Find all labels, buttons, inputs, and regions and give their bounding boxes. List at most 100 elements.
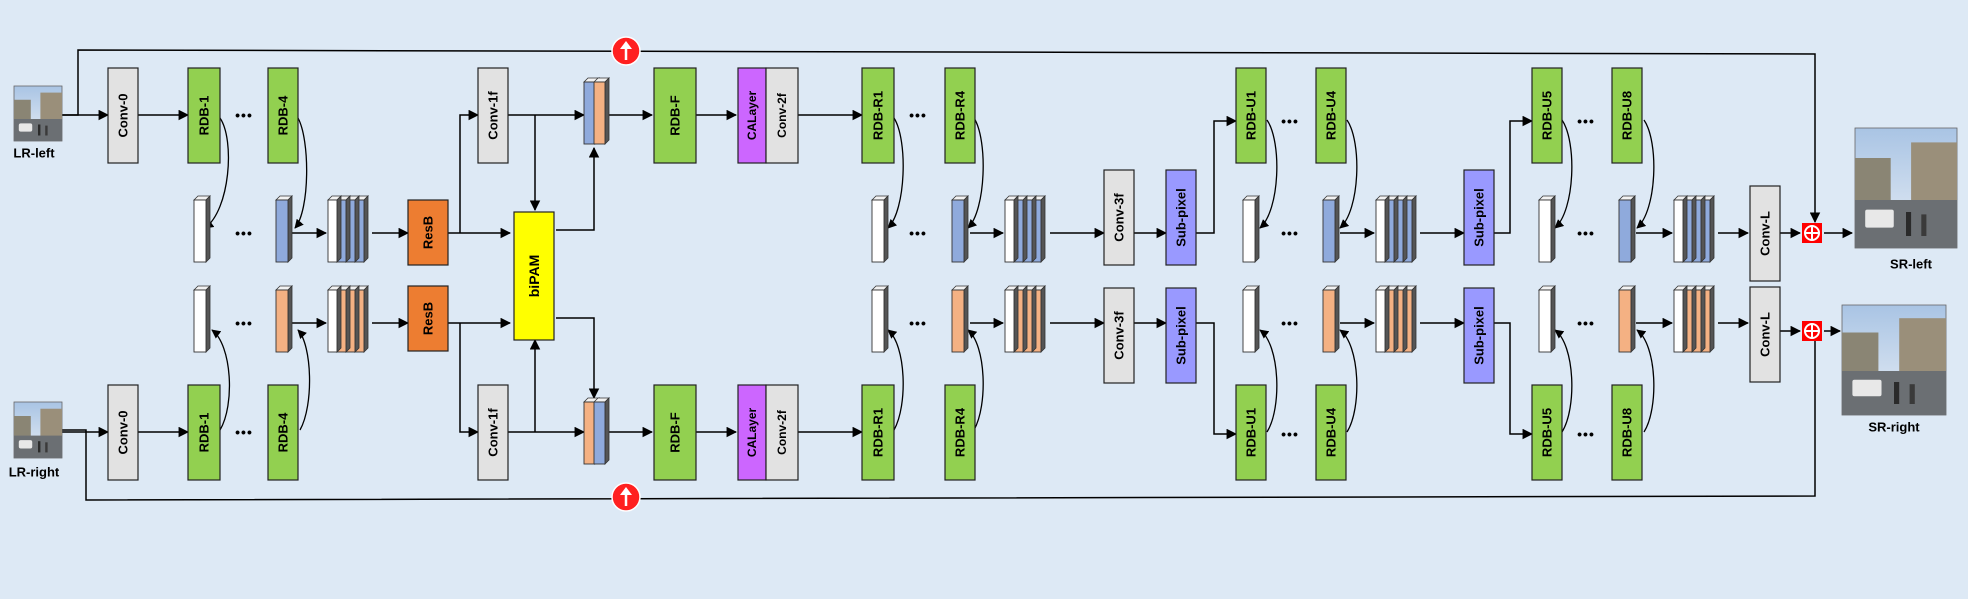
conv2f-top <box>765 67 799 164</box>
feat-u-b-top-side <box>1334 195 1340 263</box>
dots-r-feat-top: ••• <box>909 225 927 241</box>
dots-u2-feat-bot: ••• <box>1577 315 1595 331</box>
concat-u2-top-slab-1-side <box>1691 195 1697 263</box>
convl-bot <box>1749 286 1781 383</box>
rdbr4-top-label: RDB-R4 <box>953 90 968 140</box>
convl-top-label: Conv-L <box>1758 211 1773 256</box>
conv3f-top-label: Conv-3f <box>1112 193 1127 242</box>
lr-right-image-car <box>18 440 33 449</box>
conv1f-top-label: Conv-1f <box>486 91 501 140</box>
rdbu1-top-label: RDB-U1 <box>1244 91 1259 140</box>
concat1-bot-slab-3-side <box>363 285 369 353</box>
rdbf-bot <box>653 384 697 481</box>
sr-left-label: SR-left <box>1890 257 1933 272</box>
fuse-top-1 <box>583 81 596 145</box>
rdbf-top-label: RDB-F <box>668 95 683 135</box>
c-rdb4-bot <box>297 329 311 431</box>
rdbr1-top <box>861 67 895 164</box>
rdbr4-bot-label: RDB-R4 <box>953 407 968 457</box>
concat1-top-slab-0 <box>327 199 338 263</box>
dots-u-feat-top: ••• <box>1281 225 1299 241</box>
concat1-bot-slab-0-side <box>336 285 342 353</box>
feat-r-a-bot-side <box>883 285 889 353</box>
conv1f-bot <box>477 384 509 481</box>
feat-u-b-bot-side <box>1334 285 1340 353</box>
dots-rdbu2-bot: ••• <box>1577 426 1595 442</box>
rdbu1-bot <box>1235 384 1267 481</box>
conv0-bot <box>107 384 139 481</box>
feat-r-a-top <box>871 199 885 263</box>
lr-right-image-person-2 <box>45 442 48 453</box>
rdbu5-top <box>1531 67 1563 164</box>
feat-u-b-top <box>1322 199 1336 263</box>
feat-b-top-side <box>287 195 293 263</box>
conv2f-bot-label: Conv-2f <box>775 409 789 455</box>
fuse-bot-1 <box>583 401 596 465</box>
l-resb-conv1f-top <box>459 109 480 233</box>
rdbu1-bot-label: RDB-U1 <box>1244 408 1259 457</box>
c-rdbu4-bot <box>1339 329 1358 433</box>
dots-feat-top: ••• <box>235 225 253 241</box>
feat-u2-b-bot-side <box>1630 285 1636 353</box>
rdbr4-top <box>944 67 976 164</box>
feat-u2-b-bot <box>1618 289 1632 353</box>
rdbu5-top-label: RDB-U5 <box>1540 91 1555 140</box>
feat-b-top <box>275 199 289 263</box>
conv2f-top-label: Conv-2f <box>775 92 789 138</box>
dots-r-feat-bot: ••• <box>909 315 927 331</box>
conv0-top-label: Conv-0 <box>116 93 131 137</box>
c-rdb1-top <box>204 117 229 229</box>
lr-left-image <box>13 85 63 142</box>
rdbu5-bot <box>1531 384 1563 481</box>
upsample-bottom-head <box>620 487 632 495</box>
sr-left-image-person-2 <box>1921 214 1927 236</box>
sr-right-image-person <box>1894 382 1900 404</box>
feat-r-b-bot-side <box>963 285 969 353</box>
subpixel2-top-label: Sub-pixel <box>1472 188 1487 247</box>
lr-left-image-building <box>40 92 62 121</box>
rdbu8-bot <box>1611 384 1643 481</box>
lr-left-image-building-2 <box>14 99 31 121</box>
concat-r-bot-slab-1-side <box>1022 285 1028 353</box>
calayer-top <box>737 67 767 164</box>
rdbr1-bot-label: RDB-R1 <box>871 408 886 457</box>
rdbu5-bot-label: RDB-U5 <box>1540 408 1555 457</box>
dots-feat-bot: ••• <box>235 315 253 331</box>
fuse-top-2 <box>593 81 606 145</box>
feat-u-a-bot-side <box>1254 285 1260 353</box>
lr-right-label: LR-right <box>9 465 60 480</box>
feat-u2-a-top-side <box>1550 195 1556 263</box>
concat-u-bot-slab-0 <box>1375 289 1386 353</box>
rdb4-bot-label: RDB-4 <box>276 412 291 452</box>
c-rdbu5-top <box>1554 119 1573 229</box>
l-bipam-fuse-bot <box>556 317 600 400</box>
concat-r-bot-slab-0 <box>1004 289 1015 353</box>
sr-left-image-person <box>1906 212 1912 236</box>
concat-u2-bot-slab-1-side <box>1691 285 1697 353</box>
rdbr4-bot <box>944 384 976 481</box>
concat-u2-bot-slab-0 <box>1673 289 1684 353</box>
concat-u-bot-slab-1-side <box>1393 285 1399 353</box>
resb-bot <box>407 285 449 352</box>
subpixel2-bot <box>1463 287 1495 384</box>
fuse-bot-2 <box>593 401 606 465</box>
feat-u2-a-bot-side <box>1550 285 1556 353</box>
c-rdbu8-top <box>1636 119 1655 229</box>
concat-r-bot-slab-2-side <box>1031 285 1037 353</box>
rdbf-top <box>653 67 697 164</box>
rdbr1-bot <box>861 384 895 481</box>
feat-b-bot-side <box>287 285 293 353</box>
conv0-top <box>107 67 139 164</box>
l-sp2-rdbu5-top <box>1494 115 1534 234</box>
bipam <box>513 211 555 341</box>
sr-right-image <box>1841 304 1947 416</box>
skip-bottom <box>62 329 1821 501</box>
c-rdbu8-bot <box>1636 329 1655 433</box>
sr-left-image-building-2 <box>1855 158 1891 204</box>
rdb4-bot <box>267 384 299 481</box>
feat-u-b-bot <box>1322 289 1336 353</box>
lr-left-image-car <box>18 123 33 132</box>
rdb1-top <box>187 67 221 164</box>
